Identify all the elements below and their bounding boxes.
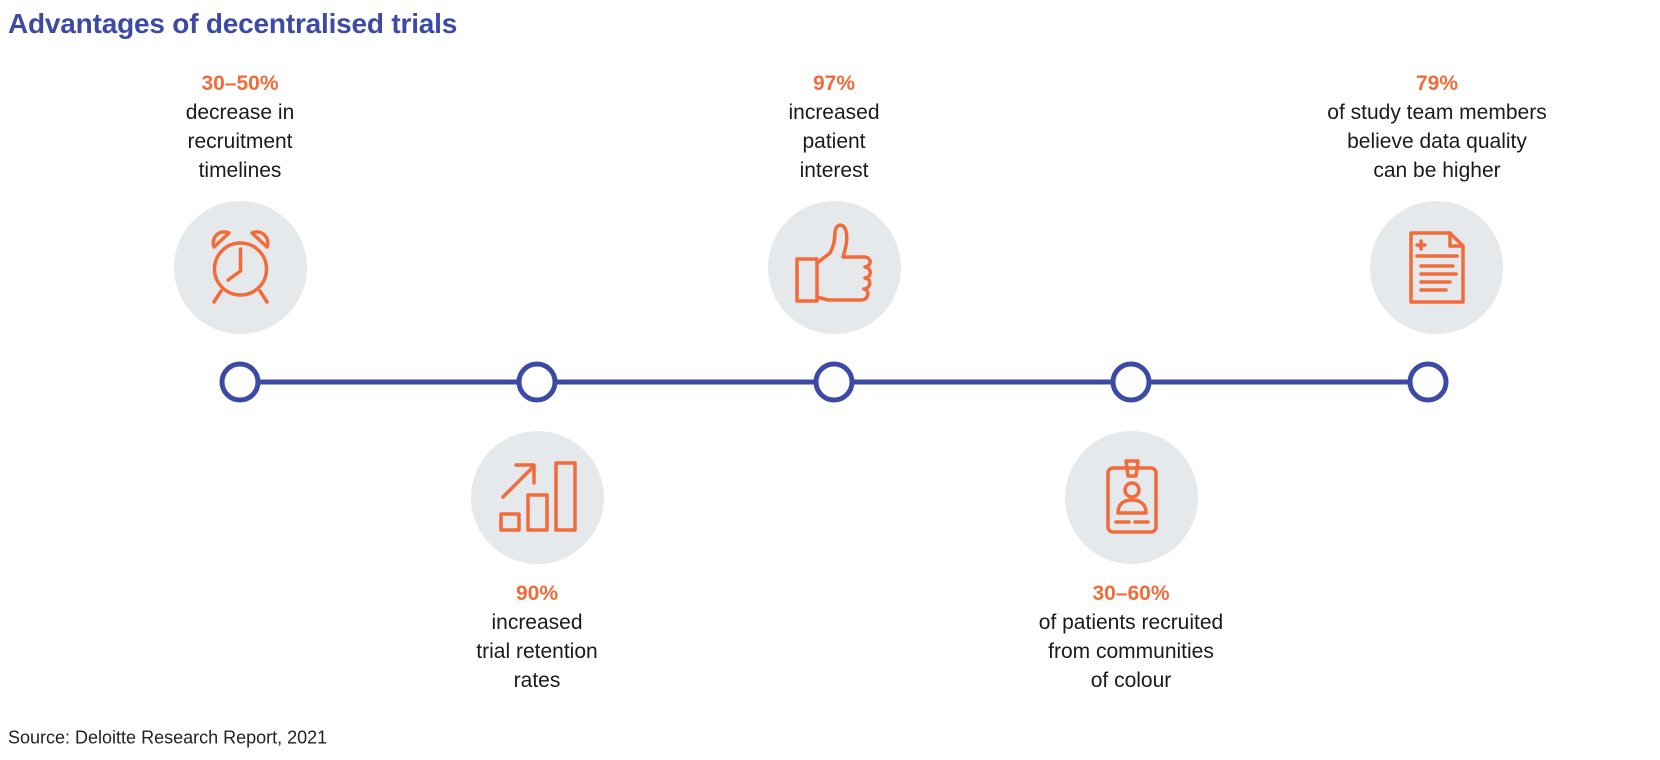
- id-badge-icon: [1065, 431, 1198, 564]
- stat-value: 30–50%: [201, 72, 279, 95]
- milestone-retention: 90% increased trial retention rates: [387, 579, 687, 695]
- growth-chart-icon: [471, 431, 604, 564]
- timeline-node: [516, 361, 558, 403]
- stat-description: increased patient interest: [788, 101, 880, 182]
- stat-value: 97%: [812, 72, 856, 95]
- timeline-node: [1110, 361, 1152, 403]
- stat-description: increased trial retention rates: [476, 611, 598, 692]
- stat-description: of study team members believe data quali…: [1327, 101, 1547, 182]
- timeline-node: [1407, 361, 1449, 403]
- document-icon: [1370, 201, 1503, 334]
- source-note: Source: Deloitte Research Report, 2021: [8, 727, 328, 748]
- milestone-recruitment: 30–50% decrease in recruitment timelines: [90, 69, 390, 185]
- timeline-node: [813, 361, 855, 403]
- milestone-data-quality: 79% of study team members believe data q…: [1287, 69, 1587, 185]
- milestone-interest: 97% increased patient interest: [684, 69, 984, 185]
- stat-value: 79%: [1415, 72, 1459, 95]
- milestone-communities: 30–60% of patients recruited from commun…: [981, 579, 1281, 695]
- thumbs-up-icon: [768, 201, 901, 334]
- alarm-clock-icon: [174, 201, 307, 334]
- timeline-node: [219, 361, 261, 403]
- stat-value: 90%: [515, 582, 559, 605]
- page-title: Advantages of decentralised trials: [8, 8, 458, 39]
- stat-value: 30–60%: [1092, 582, 1170, 605]
- stat-description: decrease in recruitment timelines: [185, 101, 295, 182]
- stat-description: of patients recruited from communities o…: [1038, 611, 1224, 692]
